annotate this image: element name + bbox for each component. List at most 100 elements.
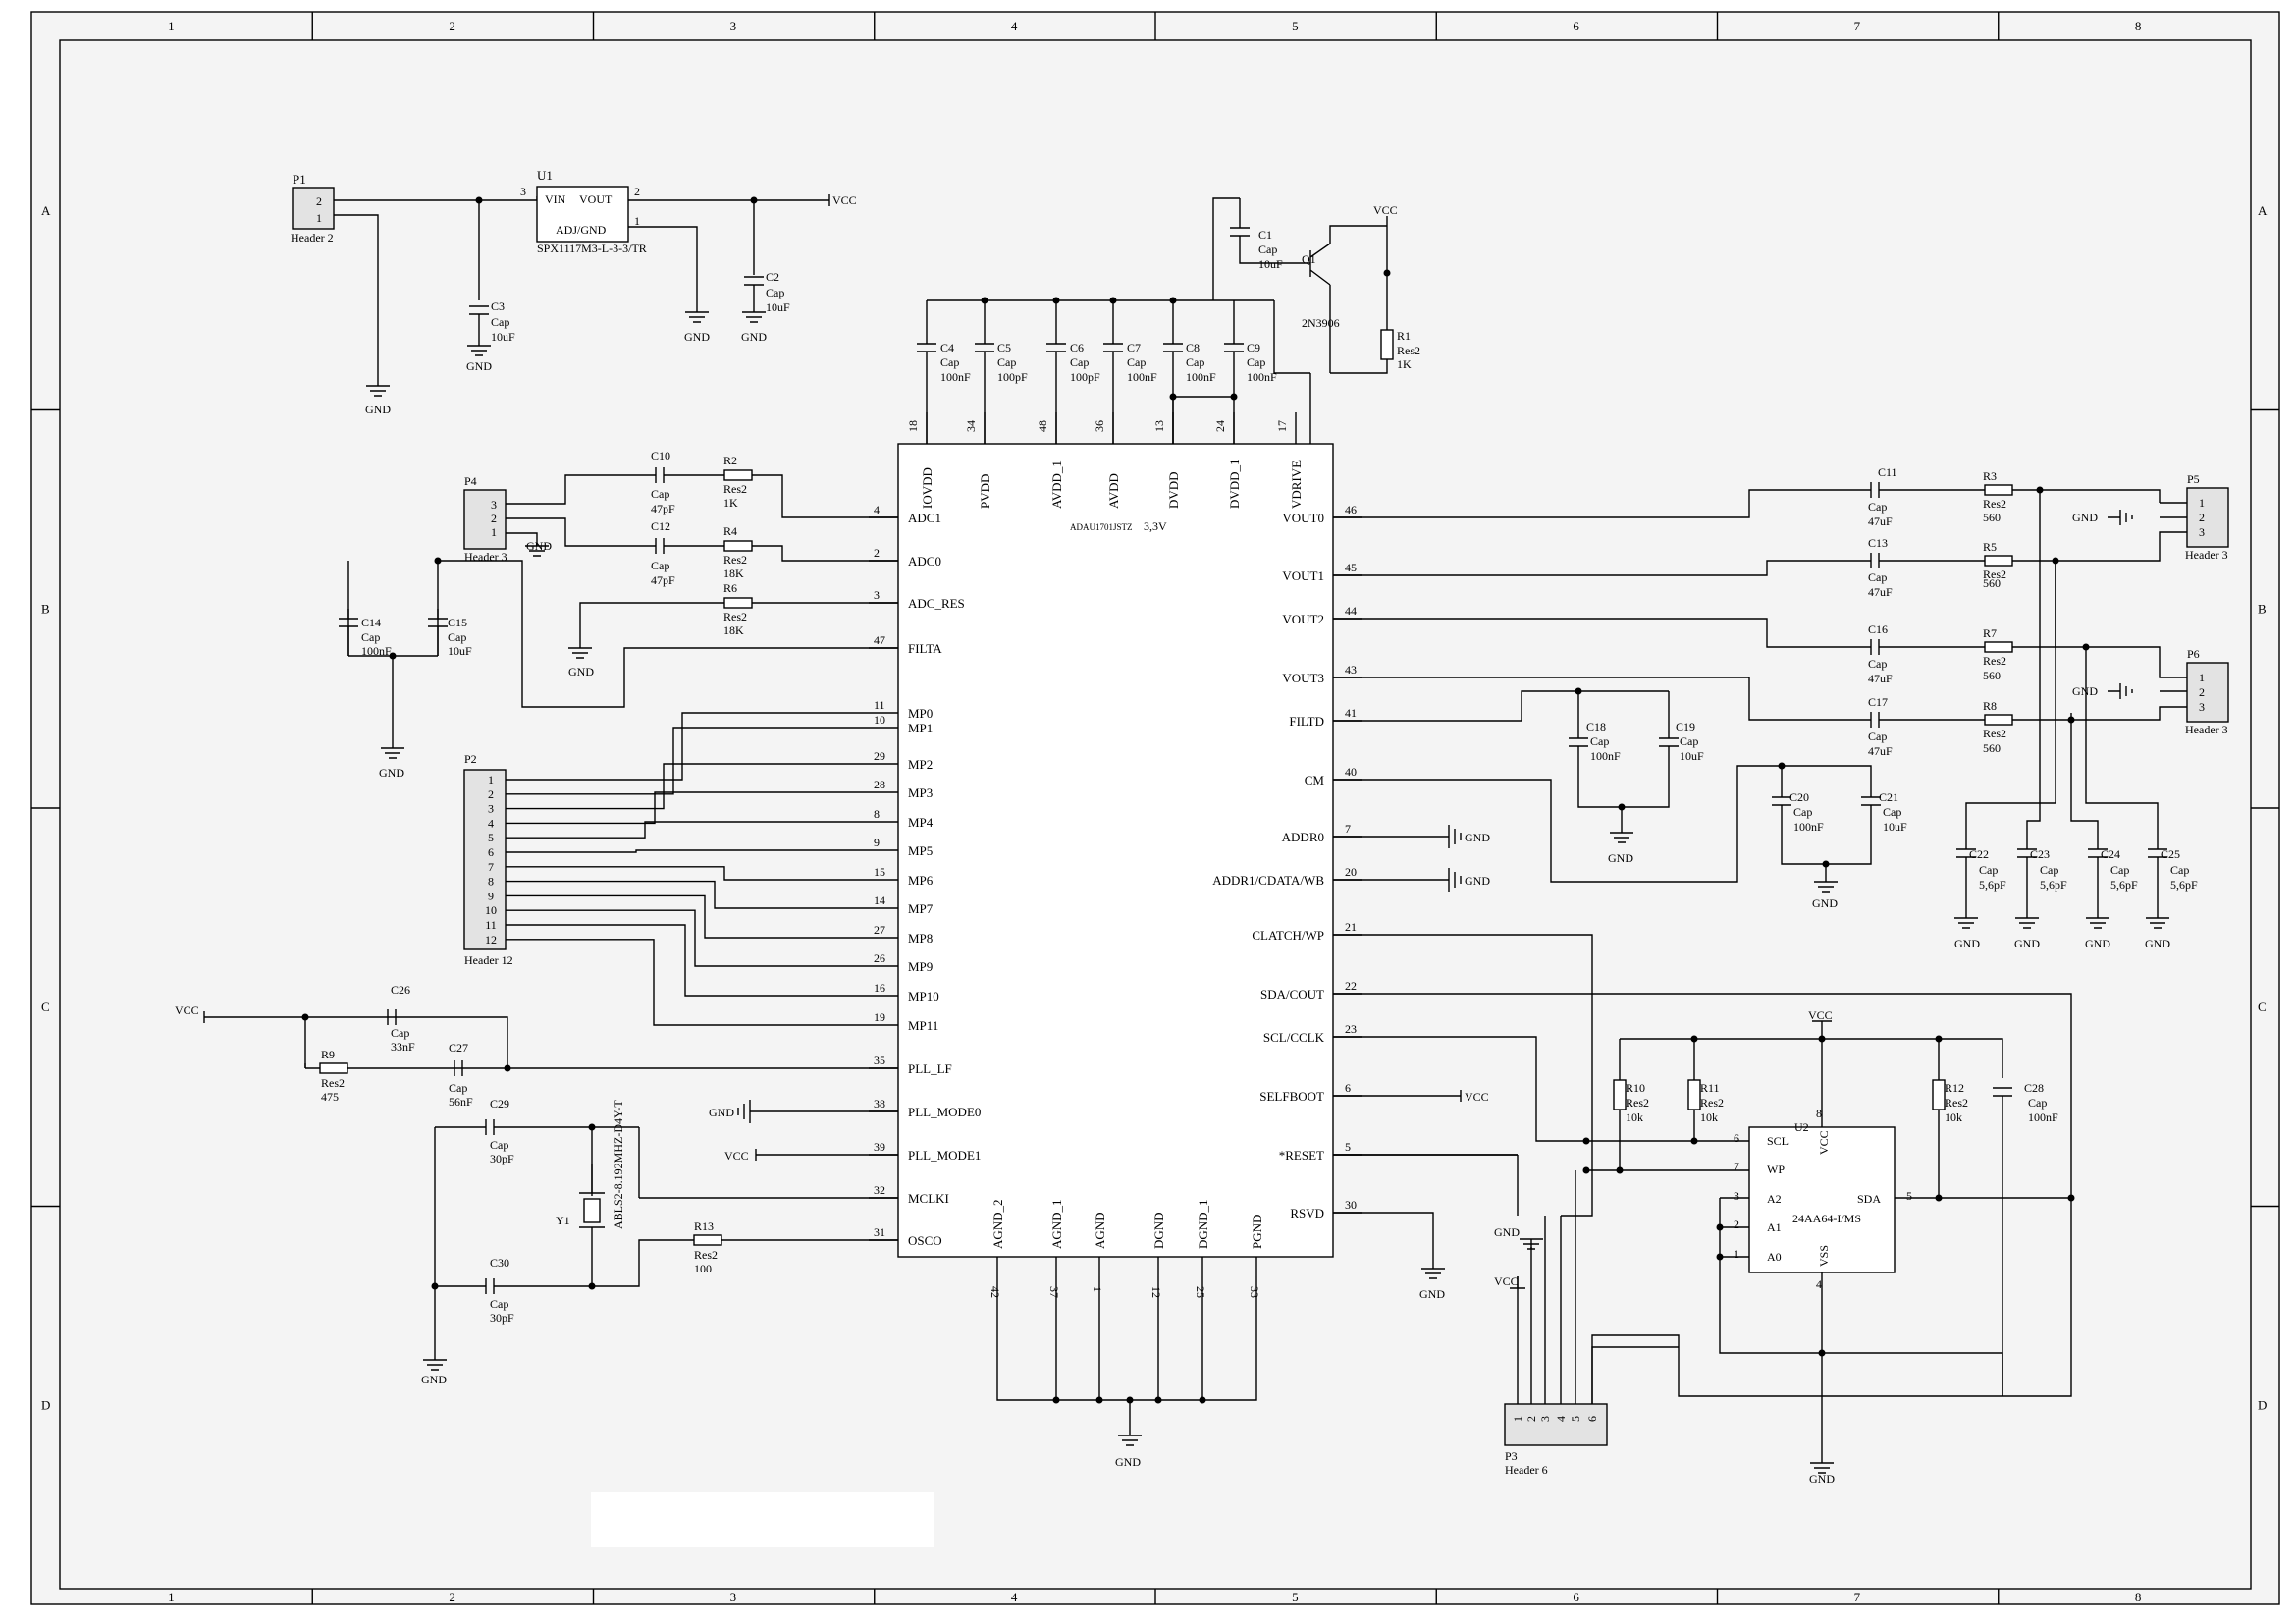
pll-clock-section: VCC C26 Cap 33nF C27 Cap 56nF R9 Res2 47… [175, 983, 898, 1386]
c25-type: Cap [2170, 863, 2189, 877]
ic-right-pin-num: 41 [1345, 706, 1357, 720]
c8-value: 100nF [1186, 370, 1216, 384]
ic-right-pin-name: CLATCH/WP [1252, 928, 1324, 943]
ic-right-pin-num: 40 [1345, 765, 1357, 779]
p6-pin-1: 1 [2199, 671, 2205, 684]
r2-body [723, 469, 753, 481]
zone-col-top: 4 [1011, 19, 1018, 33]
p6-type: Header 3 [2185, 723, 2228, 736]
ic-left-pin-num: 38 [874, 1097, 885, 1110]
ic-left-pin-num: 8 [874, 807, 880, 821]
r2-value: 1K [723, 496, 738, 510]
r6-type: Res2 [723, 610, 747, 623]
c29-value: 30pF [490, 1152, 514, 1165]
c17-ref: C17 [1868, 695, 1888, 709]
ic-left-pin-num: 14 [874, 893, 885, 907]
ic-left-pin-num: 27 [874, 923, 885, 937]
c17-type: Cap [1868, 730, 1887, 743]
c14-type: Cap [361, 630, 380, 644]
c10-type: Cap [651, 487, 669, 501]
c5-type: Cap [997, 355, 1016, 369]
gnd-p1: GND [365, 403, 391, 416]
zone-col-bottom: 6 [1573, 1590, 1579, 1604]
zone-col-top: 7 [1854, 19, 1861, 33]
ic-top-pin-num: 36 [1093, 420, 1106, 432]
p3-pin-number: 5 [1569, 1416, 1582, 1422]
c2-ref: C2 [766, 270, 779, 284]
ic-top-pin-num: 24 [1213, 420, 1227, 432]
title-block-blank [591, 1492, 934, 1547]
u1-regulator-body [536, 186, 629, 243]
c9-value: 100nF [1247, 370, 1277, 384]
gnd-filtd: GND [1608, 851, 1633, 865]
u1-pin1: 1 [634, 214, 640, 228]
p6-header-body [2186, 662, 2229, 723]
r4-body [723, 540, 753, 552]
ic-right-pin-name: *RESET [1279, 1148, 1324, 1163]
r10-ref: R10 [1626, 1081, 1645, 1095]
ic-bottom-pin-name: AGND [1093, 1212, 1107, 1249]
c4-ref: C4 [940, 341, 954, 354]
ic-top-pin-num: 13 [1152, 420, 1166, 432]
p2-pin-number: 9 [488, 889, 494, 902]
r11-ref: R11 [1700, 1081, 1720, 1095]
c15-ref: C15 [448, 616, 467, 629]
ic-right-pin-name: SELFBOOT [1259, 1089, 1324, 1104]
r12-body [1932, 1079, 1946, 1110]
ic-left-pin-num: 29 [874, 749, 885, 763]
ic-bottom-pin-num: 42 [988, 1286, 1002, 1298]
dsp-top-pins: 18IOVDD34PVDD48AVDD_136AVDD13DVDD24DVDD_… [906, 412, 1304, 509]
p3-type: Header 6 [1505, 1463, 1548, 1477]
r9-ref: R9 [321, 1048, 335, 1061]
ic-left-pin-name: MP1 [908, 721, 933, 735]
c12-value: 47pF [651, 573, 675, 587]
gnd-xtal: GND [421, 1373, 447, 1386]
p2-type: Header 12 [464, 953, 513, 967]
c30-ref: C30 [490, 1256, 509, 1270]
c9-type: Cap [1247, 355, 1265, 369]
q1-part: 2N3906 [1302, 316, 1340, 330]
gnd-u2: GND [1809, 1472, 1835, 1486]
ic-left-pin-num: 11 [874, 698, 885, 712]
r7-value: 560 [1983, 669, 2001, 682]
adc-input-section: P4 3 2 1 Header 3 GND GND GND C10 Cap 47… [339, 449, 898, 780]
u2-part: 24AA64-I/MS [1792, 1212, 1861, 1225]
p3-pin-number: 1 [1511, 1416, 1524, 1422]
ic-bottom-pin-num: 25 [1194, 1286, 1207, 1298]
ic-left-pin-name: MP11 [908, 1018, 938, 1033]
eeprom-section: U2 SCL WP A2 A1 A0 SDA 24AA64-I/MS VCC V… [1333, 934, 2075, 1486]
vcc-pllmode1: VCC [724, 1149, 749, 1163]
ic-left-pin-num: 15 [874, 865, 885, 879]
c2-type: Cap [766, 286, 784, 299]
ic-top-pin-name: DVDD_1 [1227, 459, 1242, 509]
c1-ref: C1 [1258, 228, 1272, 242]
c13-ref: C13 [1868, 536, 1888, 550]
zone-row-right: A [2258, 203, 2268, 218]
r1-value: 1K [1397, 357, 1412, 371]
r8-type: Res2 [1983, 727, 2006, 740]
c28-value: 100nF [2028, 1110, 2058, 1124]
c23-value: 5,6pF [2040, 878, 2067, 892]
gnd-p4: GND [526, 539, 552, 553]
u2-vcc: VCC [1817, 1130, 1831, 1155]
u1-vout: VOUT [579, 192, 613, 206]
p5-pin-3: 3 [2199, 525, 2205, 539]
r11-type: Res2 [1700, 1096, 1724, 1110]
zone-col-top: 5 [1292, 19, 1299, 33]
ic-left-pin-num: 10 [874, 713, 885, 727]
r8-body [1984, 714, 2013, 726]
dsp-ic: ADAU1701JSTZ 3,3V 18IOVDD34PVDD48AVDD_13… [869, 412, 1362, 1298]
ic-right-pin-num: 45 [1345, 561, 1357, 574]
r2-type: Res2 [723, 482, 747, 496]
ic-top-pin-name: AVDD_1 [1049, 460, 1064, 509]
p5-pin-2: 2 [2199, 511, 2205, 524]
c1-type: Cap [1258, 243, 1277, 256]
ic-left-pin-num: 19 [874, 1010, 885, 1024]
p1-header-body [292, 187, 335, 230]
c21-type: Cap [1883, 805, 1901, 819]
p1-ref: P1 [293, 172, 306, 187]
p5-ref: P5 [2187, 472, 2200, 486]
ic-left-pin-num: 9 [874, 836, 880, 849]
c18-type: Cap [1590, 734, 1609, 748]
